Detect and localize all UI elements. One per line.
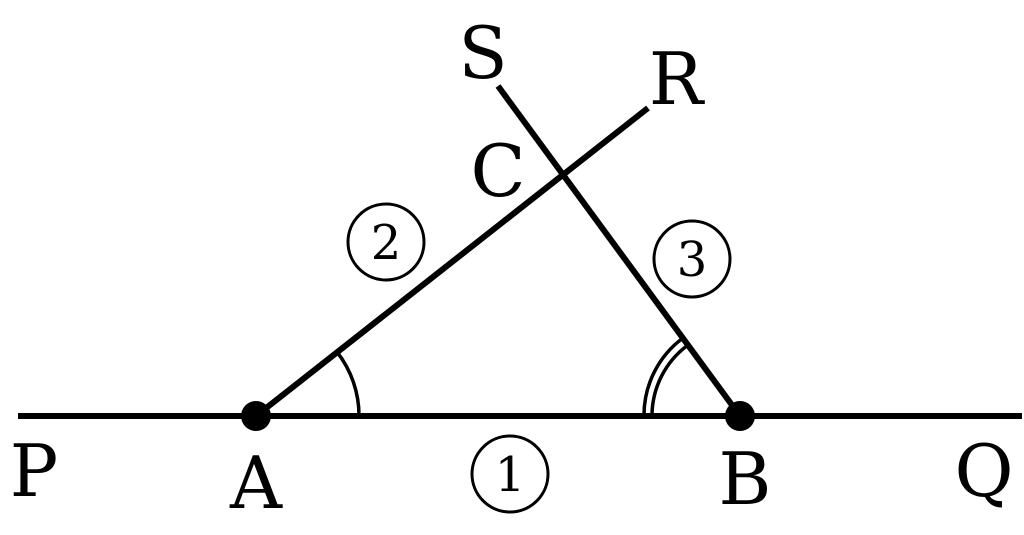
marker-3-circle [652, 219, 732, 299]
line-ar [254, 105, 650, 419]
marker-1-text: 1 [495, 447, 526, 503]
label-s: S [458, 11, 507, 95]
marker-1-circle [470, 434, 550, 514]
point-b-dot [725, 401, 755, 431]
label-q: Q [954, 429, 1013, 513]
angle-arc-b-inner [650, 343, 690, 417]
label-r: R [649, 37, 705, 121]
label-b: B [719, 437, 772, 521]
point-a-dot [241, 401, 271, 431]
marker-2-text: 2 [371, 215, 402, 271]
angle-arc-b-outer [642, 336, 685, 417]
marker-3: 3 [652, 219, 732, 299]
angle-arc-a [335, 350, 361, 417]
marker-2-circle [346, 202, 426, 282]
marker-1: 1 [470, 434, 550, 514]
label-p: P [10, 429, 58, 513]
line-bs [495, 84, 743, 418]
label-a: A [229, 441, 283, 525]
marker-2: 2 [346, 202, 426, 282]
marker-3-text: 3 [677, 232, 708, 288]
label-c: C [470, 129, 525, 213]
